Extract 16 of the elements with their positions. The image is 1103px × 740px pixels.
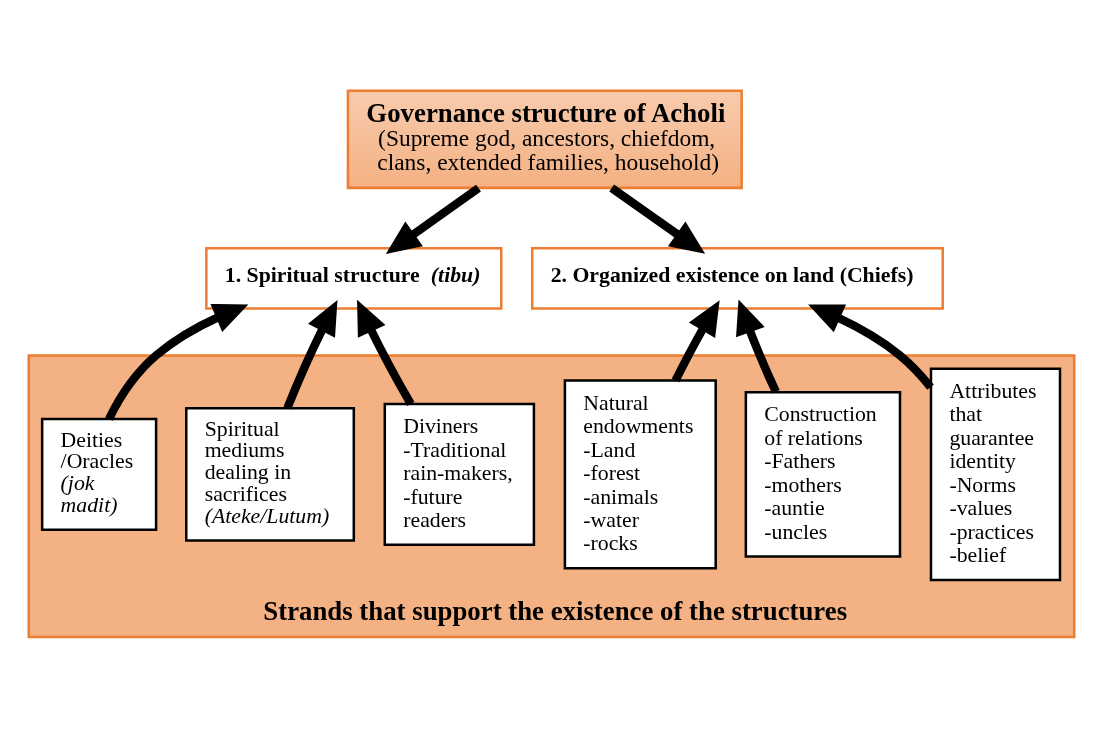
- node-box: 1. Spiritual structure (tibu): [205, 246, 503, 310]
- node-box: Deities /Oracles (jok madit): [40, 417, 158, 531]
- node-box: 2. Organized existence on land (Chiefs): [530, 246, 944, 310]
- node-box: Governance structure of Acholi (Supreme god, ancestors, chiefdom, clans, extended families, household): [346, 88, 743, 189]
- node-box: Attributes that guarantee identity -Norms -values -practices -belief: [929, 367, 1062, 581]
- node-box: Natural endowments -Land -forest -animals -water -rocks: [563, 378, 717, 569]
- arrow: [283, 299, 338, 410]
- node-box: Spiritual mediums dealing in sacrifices (Ateke/Lutum): [185, 406, 356, 542]
- arrow: [385, 184, 481, 254]
- arrow: [105, 303, 249, 421]
- arrow: [736, 299, 780, 394]
- arrow: [357, 299, 415, 406]
- arrow: [609, 184, 706, 254]
- arrow: [808, 303, 934, 390]
- node-box: Diviners -Traditional rain-makers, -future readers: [383, 402, 536, 546]
- node-box: Construction of relations -Fathers -mothers -auntie -uncles: [744, 390, 902, 558]
